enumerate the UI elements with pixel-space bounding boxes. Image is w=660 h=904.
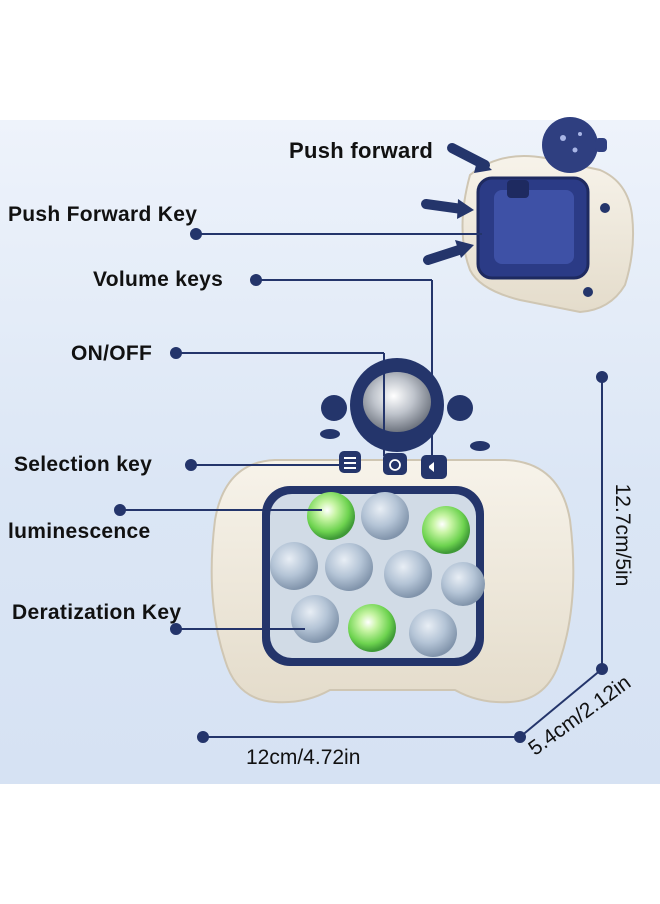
deratization-key-label: Deratization Key bbox=[12, 601, 182, 624]
on-off-label: ON/OFF bbox=[71, 342, 153, 365]
console-front-view bbox=[210, 358, 575, 704]
height-dimension: 12.7cm/5in bbox=[611, 483, 634, 587]
console-side-view bbox=[421, 117, 635, 314]
selection-key-label: Selection key bbox=[14, 453, 153, 476]
push-forward-key-label: Push Forward Key bbox=[8, 203, 198, 226]
luminescence-label: luminescence bbox=[8, 520, 151, 543]
leader-lines bbox=[114, 228, 608, 743]
volume-keys-label: Volume keys bbox=[93, 268, 224, 291]
width-dimension: 12cm/4.72in bbox=[246, 746, 361, 769]
push-forward-label: Push forward bbox=[289, 138, 434, 163]
